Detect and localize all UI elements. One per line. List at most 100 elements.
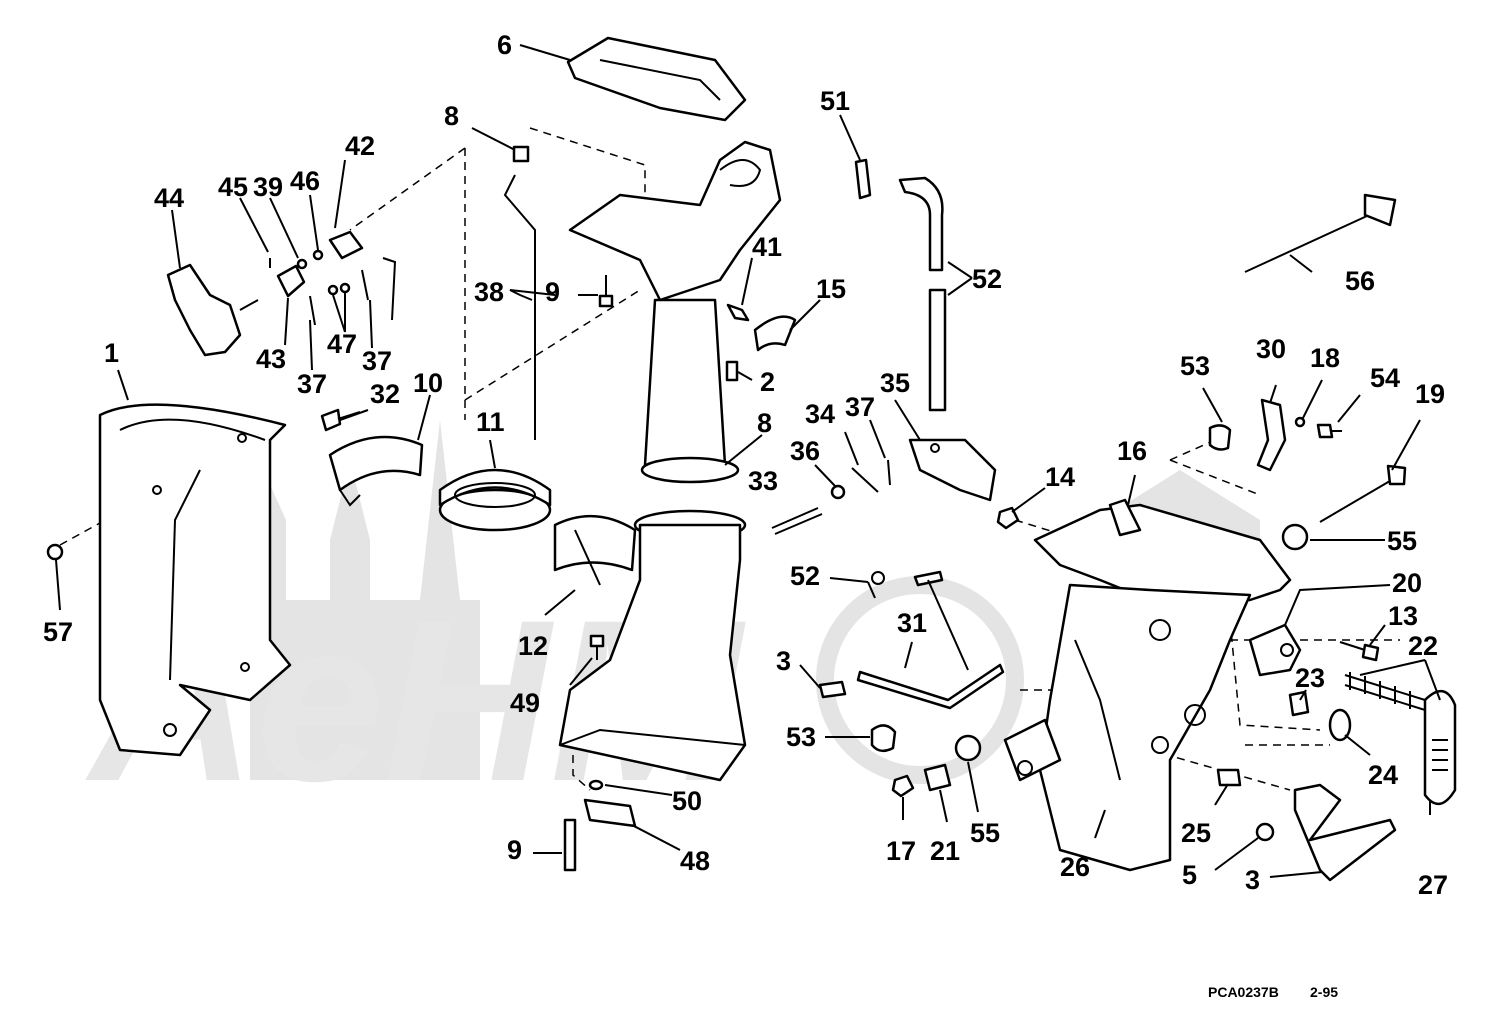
part-23-link — [923, 763, 952, 792]
part-20-washer — [1294, 416, 1306, 428]
part-9-stud — [563, 818, 577, 872]
callout-40: 41 — [752, 232, 782, 262]
callout-3: 3 — [776, 646, 791, 676]
part-55-bushing-right — [1281, 523, 1309, 551]
part-18-swivel-bracket — [1033, 498, 1292, 602]
part-7-gasket — [566, 36, 747, 122]
callout-12: 10 — [413, 368, 443, 398]
callout-23: 21 — [930, 836, 960, 866]
part-41-bracket — [328, 230, 364, 260]
callout-15: 13 — [1388, 601, 1418, 631]
part-5-tilt-support — [1293, 783, 1397, 882]
callout-50: 51 — [820, 86, 850, 116]
part-56-rod — [1244, 193, 1397, 273]
part-21-bolt — [1319, 464, 1407, 523]
callout-7: 6 — [497, 30, 512, 60]
callout-55-b: 55 — [970, 818, 1000, 848]
part-40-screw — [726, 303, 750, 322]
callout-48: 49 — [510, 688, 540, 718]
callout-53-b: 53 — [786, 722, 816, 752]
part-31-shift-lever — [856, 570, 1005, 710]
part-57-screw — [46, 543, 64, 561]
callout-33: 33 — [748, 466, 778, 496]
callout-1: 1 — [104, 338, 119, 368]
callout-38: 38 — [474, 277, 504, 307]
part-37-cotter-pins — [309, 257, 397, 326]
callouts: 6 8 42 44 45 39 46 43 37 47 37 1 32 10 1… — [43, 30, 1448, 900]
part-39-washer — [296, 258, 308, 270]
part-26-washer — [1328, 708, 1352, 742]
callout-19: 17 — [886, 836, 916, 866]
callout-47: 48 — [680, 846, 710, 876]
callout-2: 2 — [760, 367, 775, 397]
part-2-screw — [725, 360, 739, 382]
part-48-screw — [589, 634, 605, 660]
callout-14: 12 — [518, 631, 548, 661]
callout-16: 14 — [1045, 462, 1075, 492]
callout-10: 8 — [444, 101, 459, 131]
callout-29: 27 — [1418, 870, 1448, 900]
callout-24: 22 — [1408, 631, 1438, 661]
part-13-bushing — [438, 468, 552, 532]
callout-36: 36 — [790, 436, 820, 466]
callout-26: 24 — [1368, 760, 1398, 790]
part-19-nut — [891, 774, 915, 798]
callout-31: 31 — [897, 608, 927, 638]
part-49-washer — [588, 779, 604, 791]
callout-17: 15 — [816, 274, 846, 304]
part-15-screw — [1339, 641, 1380, 662]
part-53-bushing-top — [1208, 424, 1232, 451]
callout-52: 52 — [790, 561, 820, 591]
part-29-tilt-lever — [1423, 690, 1457, 805]
callout-56: 56 — [1345, 266, 1375, 296]
part-22-bracket — [1248, 623, 1302, 677]
part-36-washer — [830, 484, 846, 500]
callout-42: 43 — [256, 344, 286, 374]
callout-35: 35 — [880, 368, 910, 398]
callout-34: 34 — [805, 399, 835, 429]
part-8-driveshaft-housing — [558, 140, 782, 782]
callout-11: 9 — [545, 277, 560, 307]
date-code: 2-95 — [1310, 984, 1338, 1000]
part-43-lever — [166, 263, 259, 357]
part-27-pin — [1216, 768, 1242, 787]
callout-9: 9 — [507, 835, 522, 865]
part-34-spring — [851, 467, 879, 493]
callout-32: 32 — [370, 379, 400, 409]
callout-28: 26 — [1060, 852, 1090, 882]
callout-54: 54 — [1370, 363, 1400, 393]
part-24-spring — [1344, 672, 1426, 711]
callout-20: 18 — [1310, 343, 1340, 373]
part-25-screw — [1288, 690, 1310, 717]
callout-8: 8 — [757, 408, 772, 438]
part-54-screw — [1316, 423, 1342, 439]
part-10-nut — [512, 145, 530, 163]
part-35-bracket — [908, 438, 997, 502]
callout-45: 46 — [290, 166, 320, 196]
part-16-nut — [996, 506, 1020, 530]
callout-21: 19 — [1415, 379, 1445, 409]
part-1-cover — [98, 403, 292, 757]
callout-55-a: 55 — [1387, 526, 1417, 556]
callout-27: 25 — [1181, 818, 1211, 848]
callout-53-a: 53 — [1180, 351, 1210, 381]
part-33-pin — [771, 507, 823, 535]
reference-code: PCA0237B — [1208, 984, 1279, 1000]
callout-13: 11 — [476, 407, 505, 437]
callout-44: 45 — [218, 172, 248, 202]
part-28-clamp-bracket — [1003, 583, 1252, 872]
callout-25: 23 — [1295, 663, 1325, 693]
callout-43: 44 — [154, 183, 184, 213]
part-42-link — [276, 264, 306, 298]
part-52-spring-clip — [867, 571, 885, 599]
callout-46: 47 — [327, 329, 357, 359]
callout-5: 3 — [1245, 865, 1260, 895]
callout-37-a: 37 — [297, 369, 327, 399]
part-51-hose — [898, 176, 947, 412]
part-11-screw — [598, 275, 614, 308]
callout-57: 57 — [43, 617, 73, 647]
part-55-bushing-lower — [954, 734, 982, 762]
callout-30: 30 — [1256, 334, 1286, 364]
